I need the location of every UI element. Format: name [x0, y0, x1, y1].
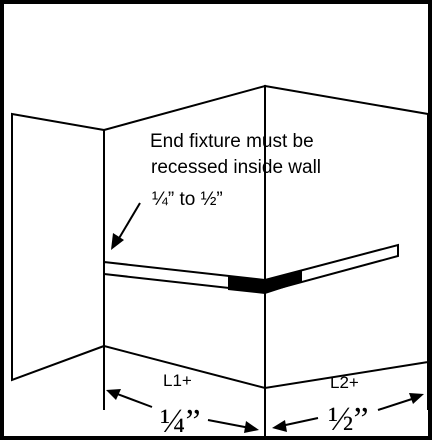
right-dim-arrowhead-a — [272, 420, 287, 432]
corner-connector — [228, 270, 302, 294]
right-dim-arrow-line-a — [280, 417, 319, 427]
callout-arrowhead — [111, 233, 124, 250]
right-dim-arrow-line-b — [377, 397, 416, 411]
left-dimension-value: ¼” — [160, 403, 201, 440]
right-dim-arrowhead-b — [409, 393, 424, 404]
right-dimension-value: ½” — [328, 401, 369, 438]
callout-line-1: End fixture must be — [150, 131, 314, 152]
left-dim-arrow-line-b — [207, 419, 251, 429]
left-dim-arrowhead-b — [244, 421, 259, 433]
callout-line-3: ¼” to ½” — [152, 189, 223, 210]
callout-line-2: recessed inside wall — [151, 157, 321, 178]
callout-leader-line — [117, 202, 141, 241]
right-dimension-label: L2+ — [330, 373, 359, 392]
left-dimension-label: L1+ — [163, 371, 192, 390]
left-dim-arrowhead-a — [106, 389, 121, 400]
left-side-panel — [11, 112, 105, 382]
left-dim-arrow-line-a — [111, 391, 153, 408]
